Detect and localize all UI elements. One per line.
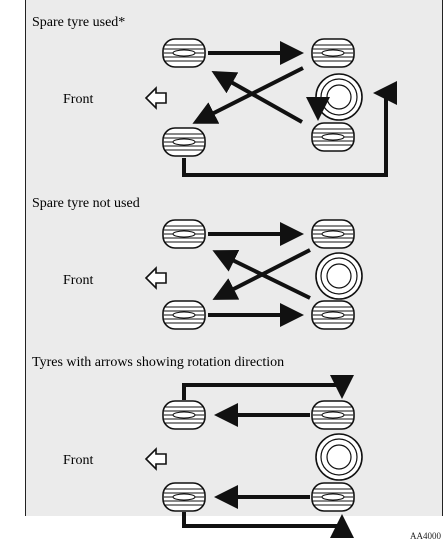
section-1-front-label: Front <box>63 92 93 107</box>
tyre-icon <box>162 127 206 157</box>
tyre-icon <box>162 219 206 249</box>
spare-tyre-icon <box>315 73 363 121</box>
rotation-arrows <box>208 222 311 327</box>
front-arrow-icon <box>145 448 167 470</box>
section-2-front-label: Front <box>63 273 93 288</box>
spare-tyre-icon <box>315 252 363 300</box>
rotation-arrows <box>182 375 354 538</box>
front-arrow-icon <box>145 267 167 289</box>
tyre-icon <box>311 219 355 249</box>
tyre-icon <box>311 122 355 152</box>
tyre-icon <box>162 38 206 68</box>
tyre-icon <box>311 38 355 68</box>
tyre-icon <box>311 400 355 430</box>
section-2-title: Spare tyre not used <box>32 196 140 211</box>
tyre-icon <box>162 300 206 330</box>
section-1-title: Spare tyre used* <box>32 15 125 30</box>
tyre-icon <box>162 400 206 430</box>
section-3-title: Tyres with arrows showing rotation direc… <box>32 355 284 370</box>
rotation-arrows <box>182 41 397 177</box>
tyre-icon <box>311 482 355 512</box>
tyre-icon <box>311 300 355 330</box>
section-3-front-label: Front <box>63 453 93 468</box>
reference-code: AA4000 <box>410 531 441 541</box>
front-arrow-icon <box>145 87 167 109</box>
tyre-icon <box>162 482 206 512</box>
spare-tyre-icon <box>315 433 363 481</box>
